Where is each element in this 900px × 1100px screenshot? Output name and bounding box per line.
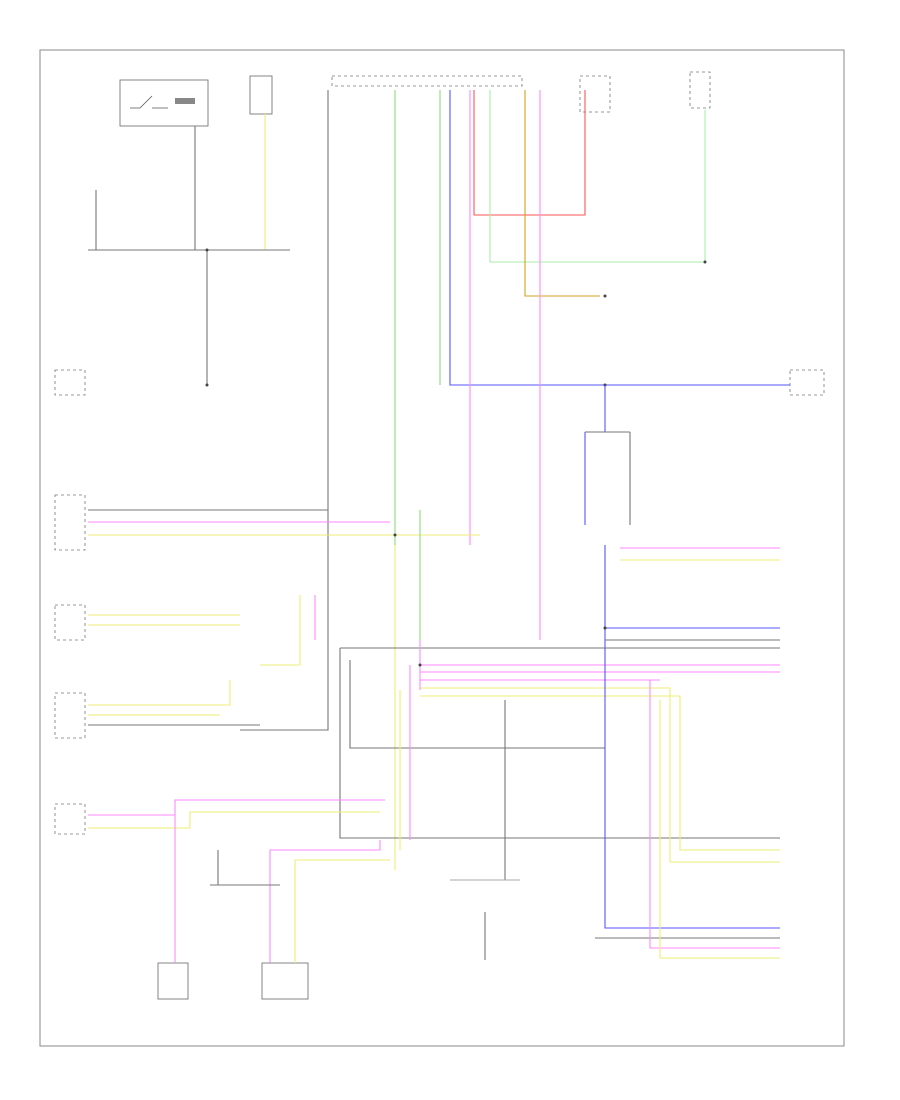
wires-dlc-verticals bbox=[240, 90, 790, 731]
wires-generator-branch bbox=[584, 385, 631, 525]
sdm-module bbox=[261, 962, 309, 1000]
wires-engine-control bbox=[88, 509, 480, 870]
hot-in-run-fuse bbox=[579, 75, 611, 113]
generator-component bbox=[789, 369, 825, 396]
wires-body-control bbox=[88, 665, 520, 963]
body-control-module bbox=[54, 803, 86, 835]
fuse-block bbox=[249, 75, 273, 115]
cruise-control-module bbox=[157, 962, 189, 1000]
starter-component bbox=[54, 369, 86, 396]
transfer-case-module bbox=[54, 604, 86, 641]
engine-control-module bbox=[54, 494, 86, 551]
data-link-connector bbox=[331, 75, 523, 87]
diagram-frame bbox=[39, 49, 845, 1047]
wires-top-left bbox=[88, 114, 290, 387]
transmission-control-module bbox=[54, 692, 86, 739]
hot-fuse-box bbox=[119, 79, 209, 127]
wires-transfer-transmission bbox=[88, 595, 316, 726]
hot-at-all-times-fuse bbox=[689, 71, 711, 109]
wires-central-bus bbox=[339, 545, 780, 959]
